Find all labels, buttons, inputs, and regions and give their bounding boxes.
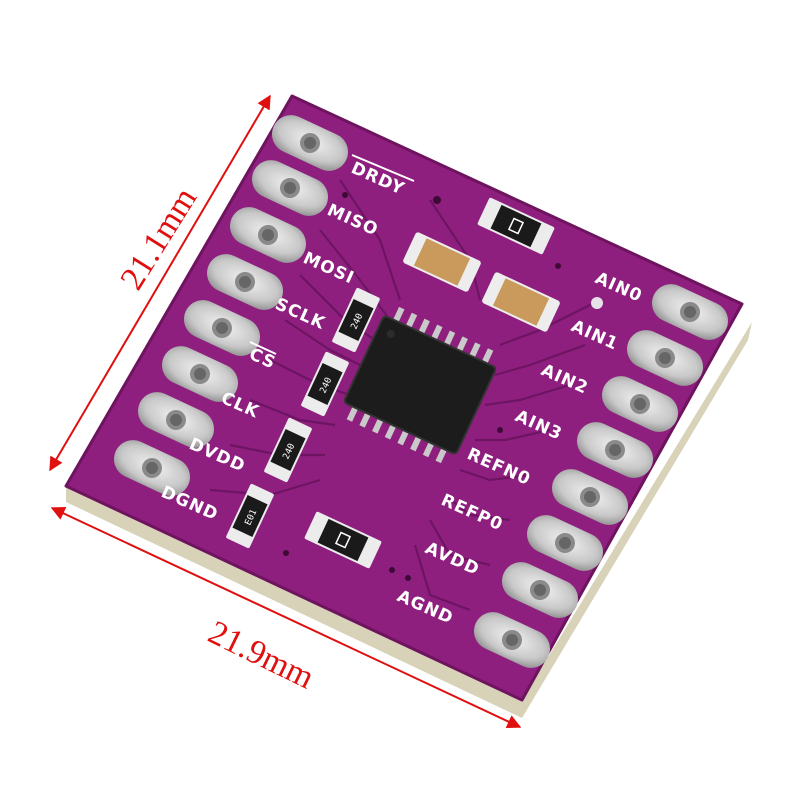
width-dimension-label: 21.9mm [202,614,319,697]
resistor-r2: 240 [301,351,349,417]
resistor-r4: E01 [226,483,274,549]
resistor-top [477,197,555,255]
resistor-bottom [304,511,382,569]
width-dimension-line [50,507,522,728]
resistor-r3: 240 [264,417,312,483]
pcb-vias [283,192,603,581]
pcb-edge [66,322,752,718]
capacitor-1 [403,232,481,292]
cs-overline [249,341,277,355]
height-dimension-line [49,94,271,472]
right-pin-pads [473,284,729,668]
left-pin-pads [113,115,349,496]
drdy-overline [351,154,415,182]
adc-chip [343,306,497,464]
capacitor-2 [482,272,560,332]
resistor-r1: 240 [332,287,380,353]
